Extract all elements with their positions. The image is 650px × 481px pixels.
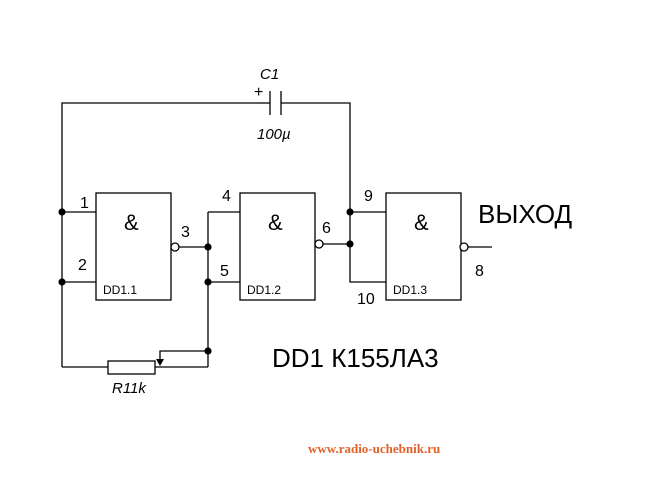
pin-label: 9 — [364, 188, 373, 205]
junction-dot — [58, 208, 66, 216]
junction-dot — [204, 347, 212, 355]
capacitor-label: C1 — [260, 66, 279, 83]
gate-dd1-3: & DD1.3 9 10 8 — [357, 188, 484, 308]
junction-dot — [58, 278, 66, 286]
capacitor-c1: C1 + 100µ — [254, 66, 305, 143]
capacitor-value: 100µ — [257, 126, 291, 143]
pin-label: 10 — [357, 291, 375, 308]
gate-symbol: & — [268, 210, 283, 235]
gate-body — [385, 192, 462, 301]
wire-pin10 — [349, 244, 386, 283]
pin-label: 3 — [181, 224, 190, 241]
wire-resistor-wiper — [159, 350, 208, 362]
resistor-label: R11k — [112, 380, 147, 397]
gate-name: DD1.3 — [393, 283, 427, 297]
gate-name: DD1.2 — [247, 283, 281, 297]
gate-symbol: & — [124, 210, 139, 235]
resistor-r1: R11k — [107, 359, 164, 397]
gate-symbol: & — [414, 210, 429, 235]
chip-label: DD1 К155ЛА3 — [272, 343, 439, 373]
wire-feedback-top — [61, 102, 258, 212]
wires — [61, 102, 492, 368]
pin-label: 2 — [78, 257, 87, 274]
junction-dot — [346, 208, 354, 216]
resistor-body — [107, 360, 156, 375]
gate-dd1-2: & DD1.2 4 5 6 — [220, 188, 331, 301]
gate-body — [239, 192, 316, 301]
pin-label: 5 — [220, 263, 229, 280]
watermark: www.radio-uchebnik.ru — [308, 441, 440, 456]
gate-inverter-bubble — [459, 242, 469, 252]
junctions — [58, 208, 354, 355]
wire-feedback-top-right — [305, 102, 351, 244]
gate-name: DD1.1 — [103, 283, 137, 297]
resistor-wiper-arrow — [156, 359, 164, 366]
junction-dot — [204, 278, 212, 286]
output-label: ВЫХОД — [478, 199, 572, 229]
pin-label: 6 — [322, 220, 331, 237]
pin-label: 8 — [475, 263, 484, 280]
pin-label: 4 — [222, 188, 231, 205]
gate-inverter-bubble — [314, 239, 324, 249]
gate-dd1-1: & DD1.1 1 2 3 — [78, 192, 190, 301]
pin-label: 1 — [80, 195, 89, 212]
gate-inverter-bubble — [170, 242, 180, 252]
gate-body — [95, 192, 172, 301]
junction-dot — [204, 243, 212, 251]
junction-dot — [346, 240, 354, 248]
capacitor-polarity: + — [254, 84, 263, 101]
